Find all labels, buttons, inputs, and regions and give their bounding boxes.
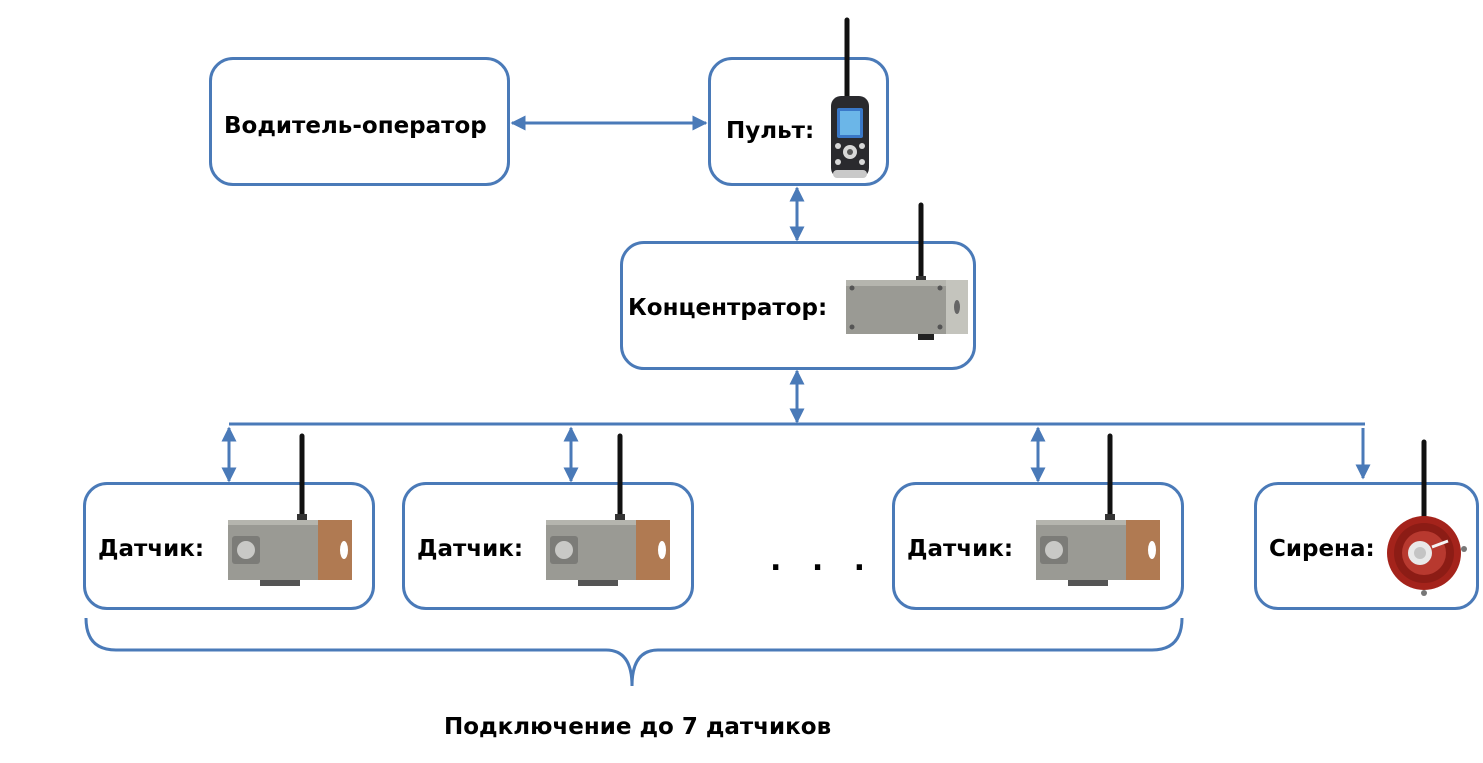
remote-box: Пульт: <box>708 57 889 186</box>
sensor-box-1: Датчик: <box>83 482 375 610</box>
hub-label: Концентратор: <box>628 295 828 321</box>
operator-label: Водитель-оператор <box>224 113 487 139</box>
ellipsis: . . . <box>770 543 876 578</box>
sensor-label-3: Датчик: <box>907 536 1014 562</box>
caption: Подключение до 7 датчиков <box>444 714 832 740</box>
sensor-label-2: Датчик: <box>417 536 524 562</box>
sensors-brace <box>84 617 1184 687</box>
hub-box: Концентратор: <box>620 241 976 370</box>
sensor-box-3: Датчик: <box>892 482 1184 610</box>
operator-box: Водитель-оператор <box>209 57 510 186</box>
sensor-box-2: Датчик: <box>402 482 694 610</box>
siren-box: Сирена: <box>1254 482 1479 610</box>
siren-label: Сирена: <box>1269 536 1375 562</box>
sensor-label-1: Датчик: <box>98 536 205 562</box>
remote-label: Пульт: <box>726 118 815 144</box>
